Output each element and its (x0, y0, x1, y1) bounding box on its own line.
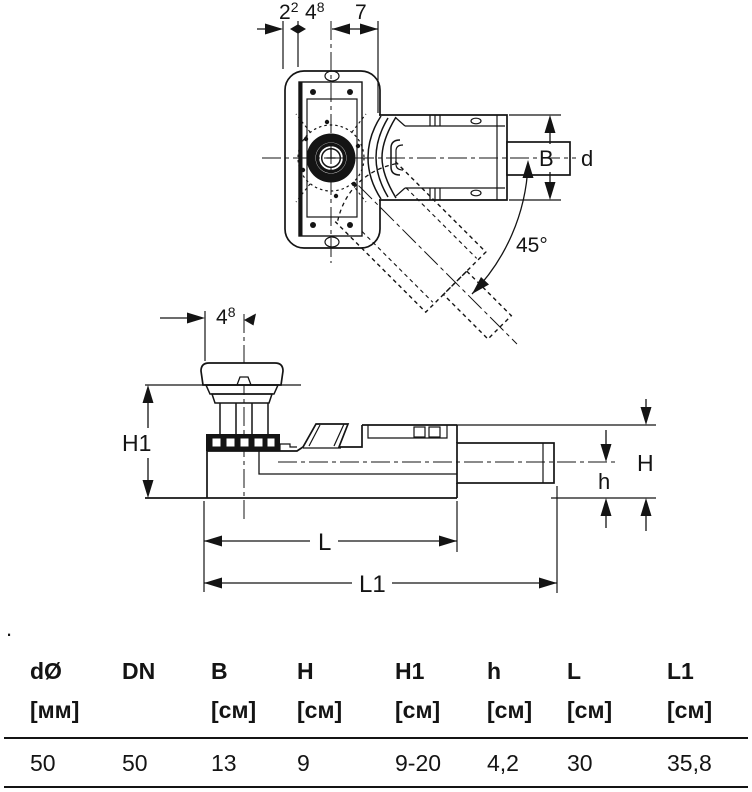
flange (284, 70, 381, 249)
drain-cap (145, 362, 301, 404)
dim-label-H1: H1 (122, 430, 151, 456)
table-cell-symbol: dØ (30, 658, 62, 684)
table-cell-unit: [см] (567, 697, 613, 723)
table-cell-symbol: H (297, 658, 314, 684)
table-cell-unit: [см] (297, 697, 343, 723)
table-cell-value: 13 (211, 750, 237, 776)
dim-H: H (457, 399, 656, 531)
table-unit-row: [мм] [см] [см] [см] [см] [см] [см] (30, 695, 752, 725)
top-dimension-chain: 22 48 7 (257, 0, 379, 113)
dim-label-B: B (539, 146, 554, 171)
table-cell-unit: [см] (487, 697, 533, 723)
dim-L: L (203, 501, 458, 592)
locknut (206, 434, 280, 451)
table-cell-symbol: DN (122, 658, 156, 684)
dim-label-7: 7 (355, 1, 367, 24)
table-cell-value: 50 (30, 750, 56, 776)
trap-body (145, 423, 458, 499)
dim-label-4-8-top: 48 (305, 0, 325, 24)
technical-drawing: 22 48 7 (122, 0, 656, 598)
table-cell-value: 50 (122, 750, 148, 776)
drain-stem (219, 403, 269, 434)
dim-label-4-8-side: 48 (216, 304, 236, 329)
dim-H1: H1 (122, 385, 154, 498)
dim-label-L1: L1 (359, 571, 386, 598)
dim-label-L: L (318, 529, 331, 556)
top-centerlines (262, 21, 576, 263)
side-outlet-pipe (456, 442, 555, 484)
dim-label-H: H (637, 450, 654, 476)
stray-period: . (6, 616, 13, 641)
table-cell-symbol: L (567, 658, 582, 684)
dim-label-45deg: 45° (516, 234, 548, 257)
dim-label-h: h (598, 469, 610, 494)
top-view: 22 48 7 (257, 0, 593, 345)
table-cell-unit: [см] (667, 697, 713, 723)
table-cell-value: 30 (567, 750, 593, 776)
table-cell-value: 4,2 (487, 750, 519, 776)
table-cell-value: 9-20 (395, 750, 442, 776)
dim-L1: L1 (204, 486, 558, 598)
dim-B: B (509, 114, 561, 201)
dim-label-2-2: 22 (279, 0, 299, 24)
table-symbol-row: dØ DN B H H1 h L L1 (30, 656, 752, 686)
angle-arc-45: 45° (471, 160, 548, 295)
table-rule-bottom (4, 786, 748, 788)
swivel-pipe-45deg (334, 161, 518, 345)
table-cell-unit (122, 695, 211, 725)
table-cell-symbol: L1 (667, 658, 694, 684)
side-view: 48 (122, 304, 656, 598)
dim-label-d: d (581, 146, 593, 171)
table-cell-unit: [см] (211, 697, 257, 723)
dim-4-8-side: 48 (160, 304, 256, 361)
table-cell-symbol: B (211, 658, 228, 684)
dim-h: h (598, 430, 612, 528)
table-cell-symbol: H1 (395, 658, 425, 684)
table-rule-top (4, 737, 748, 739)
table-cell-unit: [см] (395, 697, 441, 723)
table-cell-value: 35,8 (667, 750, 712, 776)
table-cell-unit: [мм] (30, 697, 80, 723)
dim-d: d (581, 146, 593, 171)
table-cell-symbol: h (487, 658, 502, 684)
table-value-row: 50 50 13 9 9-20 4,2 30 35,8 (30, 748, 752, 778)
table-cell-value: 9 (297, 750, 310, 776)
